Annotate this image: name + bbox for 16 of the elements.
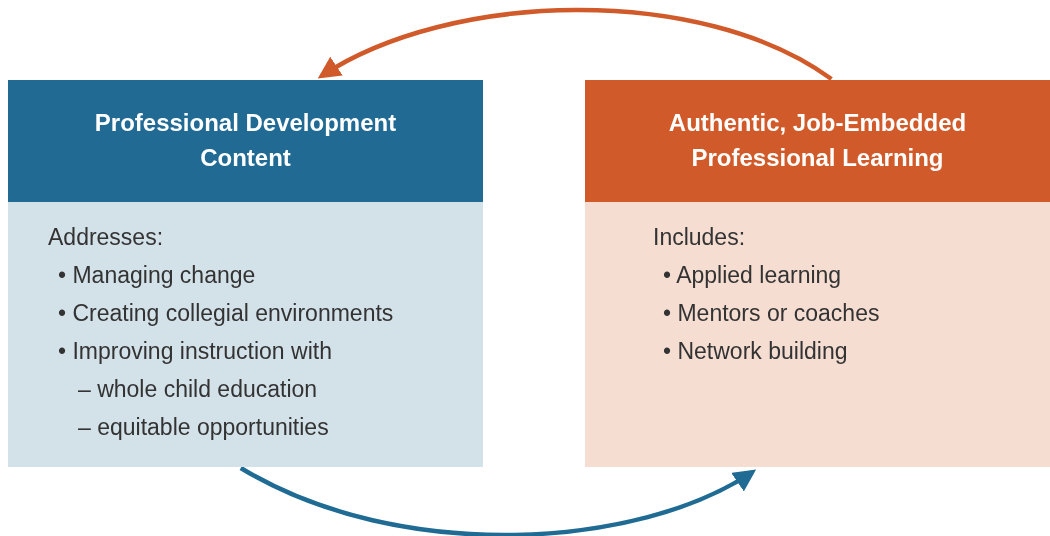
intro-text: Includes:: [653, 223, 746, 252]
list-item: • Network building: [663, 337, 848, 366]
list-item: – equitable opportunities: [78, 413, 329, 442]
list-item: • Improving instruction with: [58, 337, 332, 366]
list-item: – whole child education: [78, 375, 318, 404]
list-item: • Managing change: [58, 261, 256, 290]
card-header: Authentic, Job-Embedded Professional Learning: [585, 80, 1050, 202]
curved-arrow: [239, 466, 757, 536]
card-header: Professional Development Content: [8, 80, 483, 202]
list-item: • Mentors or coaches: [663, 299, 880, 328]
list-item: • Creating collegial environments: [58, 299, 394, 328]
curved-arrow: [317, 7, 833, 81]
info-card: [8, 80, 483, 467]
list-item: • Applied learning: [663, 261, 842, 290]
info-card: [585, 80, 1050, 467]
intro-text: Addresses:: [48, 223, 164, 252]
